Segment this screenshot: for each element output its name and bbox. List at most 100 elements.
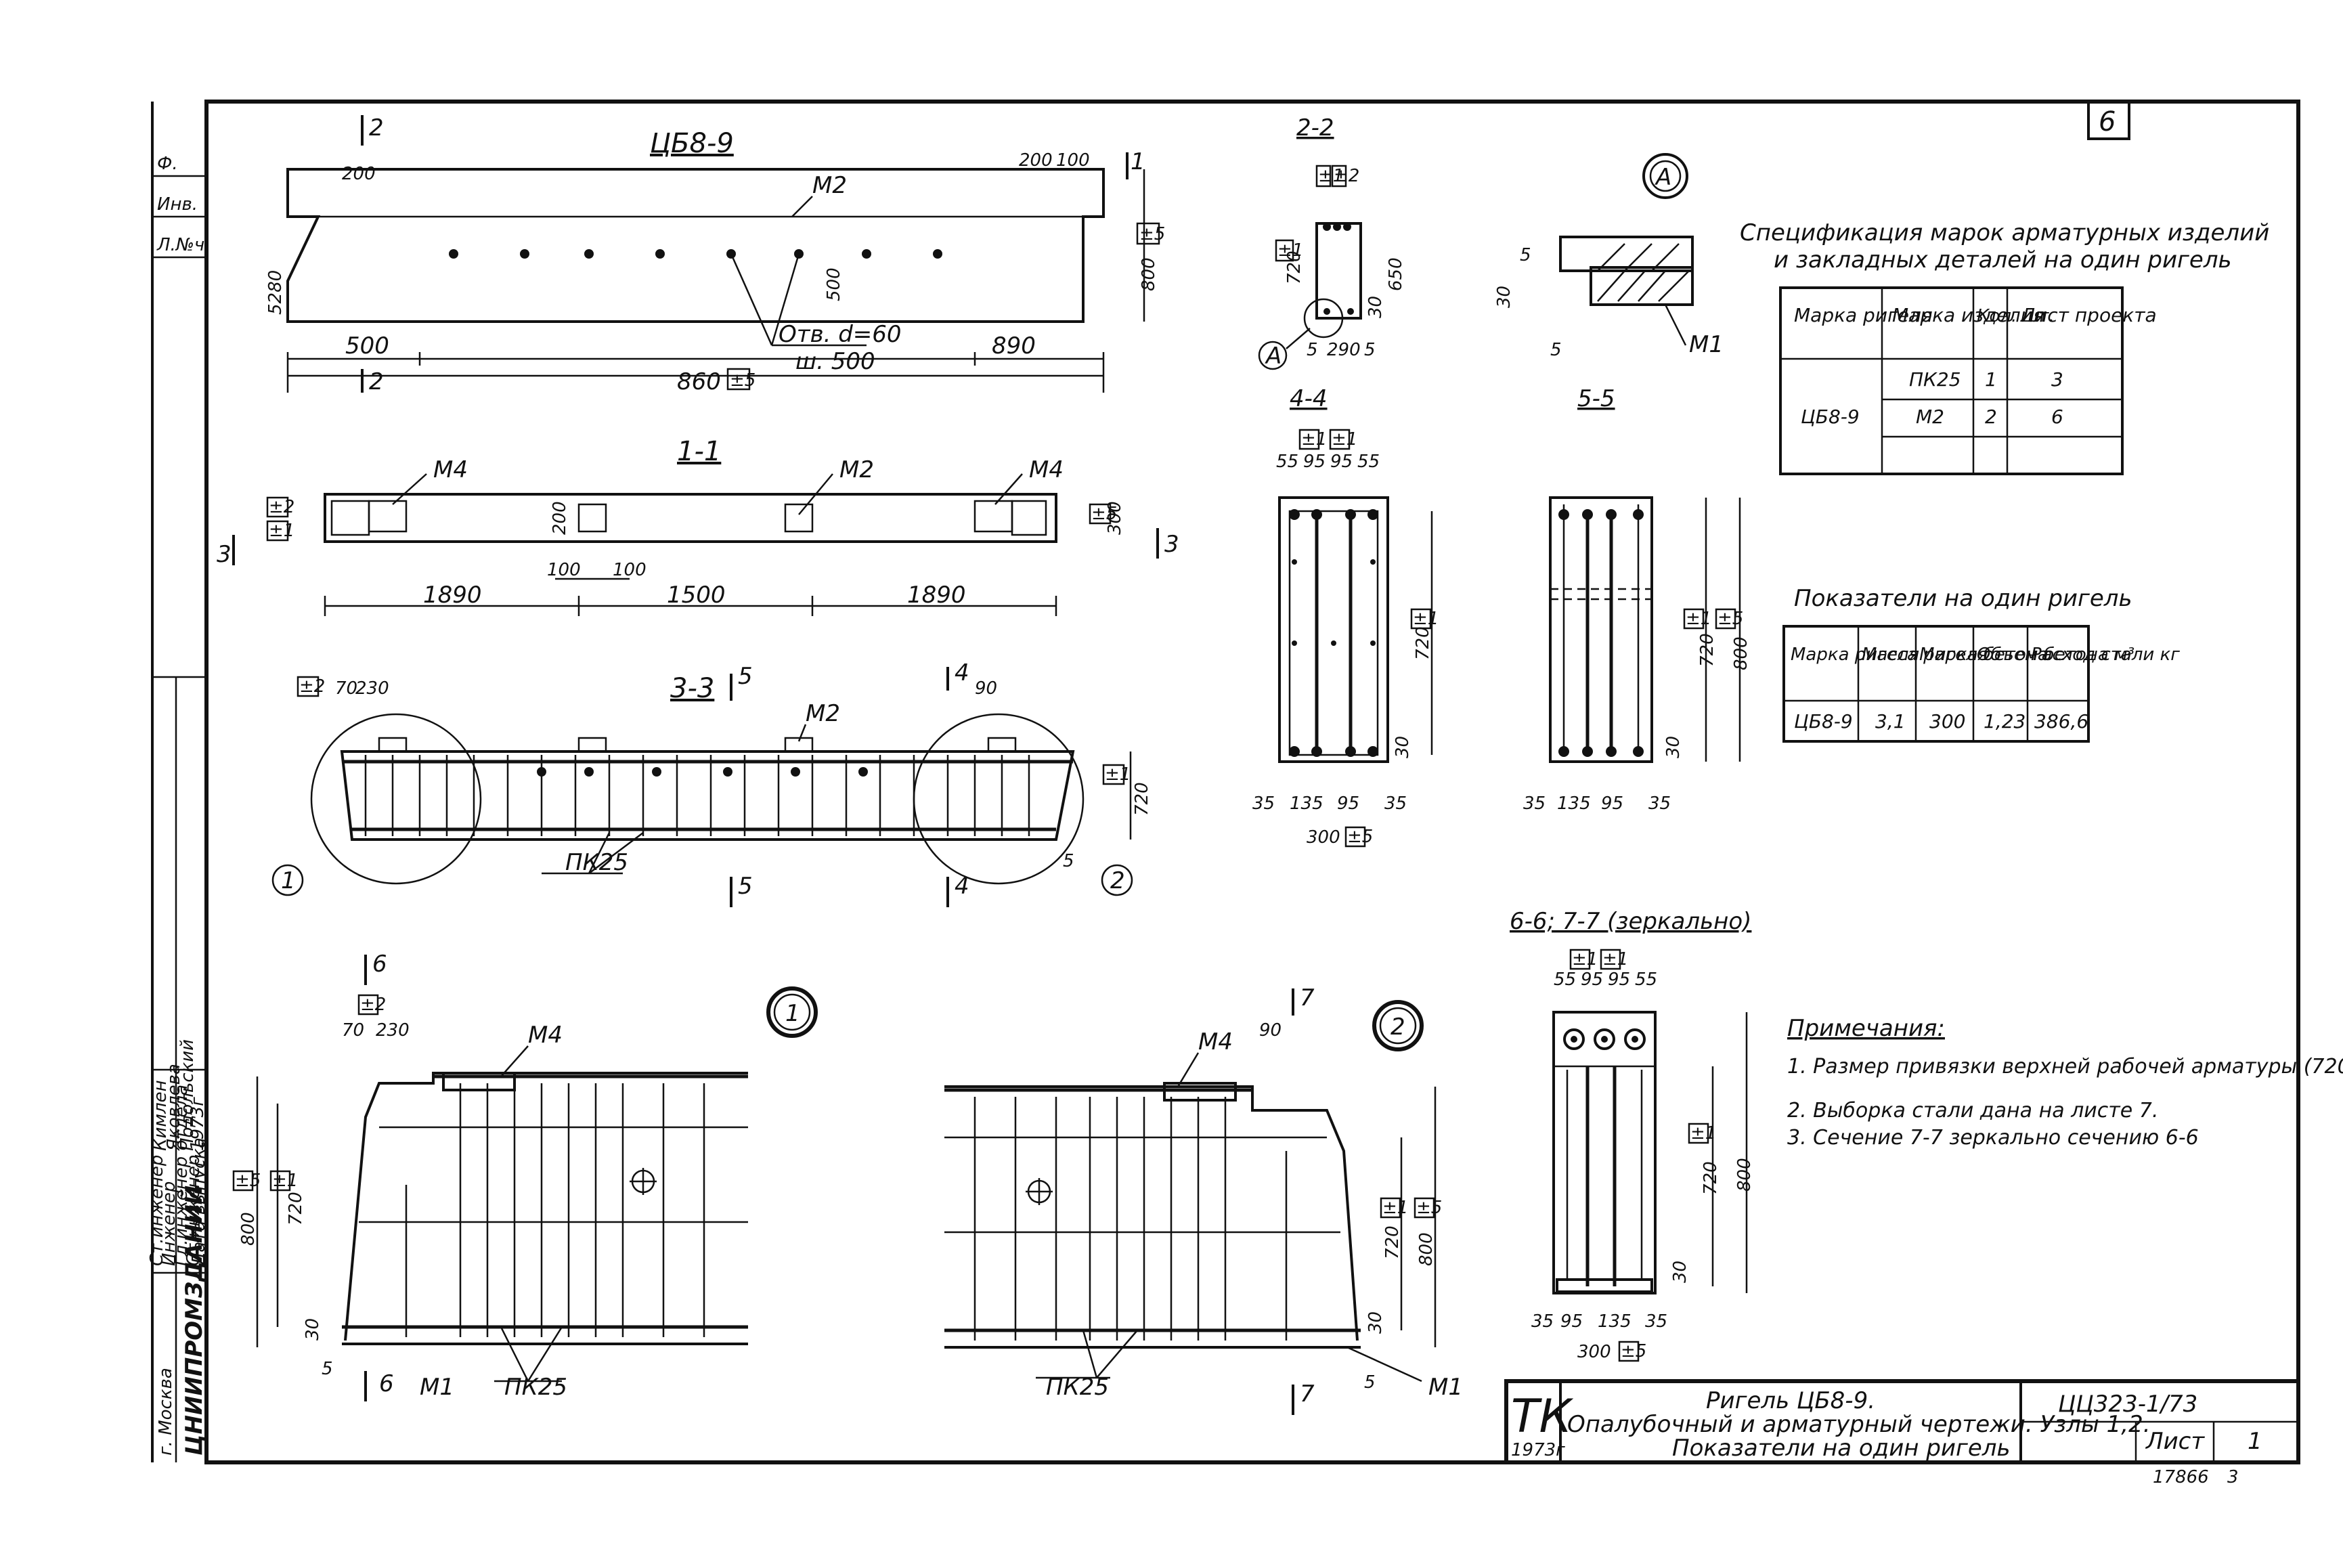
spec-header-4: Лист проекта [2020, 304, 2157, 326]
plan-dim-1500: 1500 [667, 582, 726, 609]
section-6-6-dim-bot-35b: 35 [1645, 1311, 1667, 1332]
section-6-6-dim-bot-95: 95 [1560, 1311, 1583, 1332]
elevation-level-mark-2: ±5 [1139, 224, 1165, 244]
detail-a-dim-5b: 5 [1550, 340, 1562, 360]
section-4-4-dim-top-55b: 55 [1357, 452, 1380, 472]
section-5-5-dim-bot-95: 95 [1601, 793, 1623, 814]
section-3-3-mark-5-top: 5 [738, 663, 753, 690]
plan-m4-left [368, 500, 408, 533]
indicators-header-3: Марка бетона [1919, 645, 2049, 665]
view-node-1: 1 М4 М1 ПК25 70 230 800 720 30 5 ±2 [232, 951, 818, 1401]
plan-dim-1890b: 1890 [907, 582, 966, 609]
section-3-3-mark-4-bottom: 4 [955, 873, 969, 900]
indicators-cell-2: 3,1 [1875, 710, 1906, 733]
stamp-mark-2: Инв. [157, 194, 198, 215]
spec-cell-r2-c2: М2 [1916, 406, 1944, 428]
node-1-m4: М4 [528, 1022, 563, 1049]
node-2-m4: М4 [1198, 1028, 1233, 1055]
section-3-3-stirrups [364, 755, 1030, 836]
section-4-4-level-width: ±5 [1347, 827, 1373, 847]
view-section-3-3: 3-3 М2 1 2 [271, 659, 1152, 907]
spec-cell-r1-c1: ЦБ8-9 [1801, 406, 1860, 428]
section-3-3-mark-5-bottom: 5 [738, 873, 753, 900]
spec-header-3: Кол. шт. [1977, 306, 2055, 326]
section-3-3-level-2: ±2 [299, 676, 325, 697]
elevation-outline [286, 168, 1105, 323]
indicators-cell-5: 386,6 [2034, 710, 2088, 733]
corner-number-box [2087, 100, 2130, 140]
section-6-6-level-a: ±1 [1572, 949, 1598, 970]
section-2-2-dim-720: 720 [1284, 251, 1305, 284]
indicators-header-1: Марка ригеля [1791, 645, 1919, 665]
spec-cell-r2-c3: 2 [1985, 406, 1997, 428]
indicators-cell-4: 1,23 [1984, 710, 2026, 733]
section-6-6-title: 6-6; 7-7 (зеркально) [1510, 908, 1751, 935]
title-sheet-number: 1 [2248, 1428, 2262, 1455]
detail-a-title: А [1655, 164, 1671, 191]
node-2-level-5: ±5 [1416, 1198, 1442, 1218]
section-4-4-dim-bot-135: 135 [1290, 793, 1323, 814]
title-bottom-number: 3 [2227, 1467, 2239, 1487]
elevation-holes [449, 249, 942, 259]
elevation-dim-500: 500 [824, 267, 844, 301]
note-1: 1. Размер привязки верхней рабочей армат… [1787, 1055, 2343, 1079]
elevation-hole-step: ш. 500 [795, 348, 875, 375]
plan-dim-100a: 100 [547, 560, 581, 580]
node-1-level-5: ±5 [235, 1171, 261, 1191]
detail-a-m1: М1 [1689, 331, 1724, 358]
stamp-mark-1: Ф. [157, 154, 178, 174]
title-year: 1973г [1511, 1440, 1565, 1460]
view-detail-a: А М1 30 5 5 [1494, 153, 1724, 360]
plan-section-3-left: 3 [217, 541, 232, 568]
node-1-circle [310, 713, 482, 885]
indicators-cell-3: 300 [1929, 710, 1965, 733]
view-section-2-2: 2-2 ±1 ±2 А 720 650 290 5 5 30 ±1 [1258, 114, 1406, 370]
section-5-5-dim-bot-135: 135 [1557, 793, 1591, 814]
stamp-name-1: Кимлен [150, 1080, 171, 1151]
section-6-6-dim-top-55a: 55 [1554, 970, 1576, 990]
elevation-dim-860: 890 [992, 332, 1036, 360]
plan-level-mark-2: ±2 [269, 497, 294, 517]
node-2-m1: М1 [1428, 1374, 1463, 1401]
indicators-table: Показатели на один ригель Марка ригеля М… [1782, 585, 2180, 743]
plan-dim-300: 300 [1105, 501, 1125, 535]
section-6-6-dim-top-95a: 95 [1581, 970, 1603, 990]
section-2-2-level-c: ±1 [1277, 240, 1303, 261]
section-6-6-dim-800: 800 [1734, 1158, 1755, 1192]
node-1-section-6-bottom: 6 [379, 1370, 394, 1397]
elevation-dim-890: 500 [345, 332, 389, 360]
view-section-4-4: 4-4 55 95 95 55 35 135 95 35 300 ±5 ±1 ±… [1252, 385, 1439, 848]
stamp-row-3: Гл.инженер отдела [171, 1085, 192, 1266]
stamp-row-2: Инженер [159, 1181, 179, 1266]
section-5-5-dim-30: 30 [1663, 736, 1684, 758]
elevation-m2: М2 [812, 172, 847, 199]
plan-m2-center-left [577, 503, 607, 533]
section-2-2-dim-290: 290 [1327, 340, 1361, 360]
section-4-4-level-b: ±1 [1332, 429, 1357, 450]
section-4-4-dim-720: 720 [1413, 626, 1433, 660]
node-2-dim-30: 30 [1365, 1311, 1386, 1334]
section-3-3-dim-90: 90 [975, 678, 997, 699]
section-2-2-dim-5b: 5 [1364, 340, 1376, 360]
elevation-dim-200b: 200 [1019, 150, 1053, 171]
spec-title-1: Спецификация марок арматурных изделий [1740, 219, 2269, 246]
title-line-2: Опалубочный и арматурный чертежи. Узлы 1… [1567, 1411, 2151, 1438]
elevation-dim-200a: 200 [342, 164, 376, 184]
section-2-2-level-a: ±1 [1318, 166, 1344, 186]
title-block: ТК 1973г Ригель ЦБ8-9. Опалубочный и арм… [1504, 1379, 2300, 1487]
note-2: 2. Выборка стали дана на листе 7. [1787, 1099, 2158, 1123]
corner-number: 6 [2099, 106, 2116, 137]
section-6-6-dim-720: 720 [1701, 1161, 1721, 1195]
section-3-3-dim-70: 70 [335, 678, 357, 699]
section-6-6-width: 300 [1577, 1342, 1611, 1362]
plan-m2-center-right [784, 503, 814, 533]
title-project-code: ЦЦ323-1/73 [2058, 1391, 2197, 1418]
section-5-5-dim-720: 720 [1697, 633, 1717, 667]
section-4-4-dim-bot-95: 95 [1337, 793, 1359, 814]
section-6-6-dim-bot-35a: 35 [1531, 1311, 1554, 1332]
section-6-6-level-width: ±5 [1621, 1341, 1646, 1362]
indicators-header-2: Масса ригеля т [1862, 645, 2005, 665]
node-2-title: 2 [1391, 1014, 1405, 1041]
